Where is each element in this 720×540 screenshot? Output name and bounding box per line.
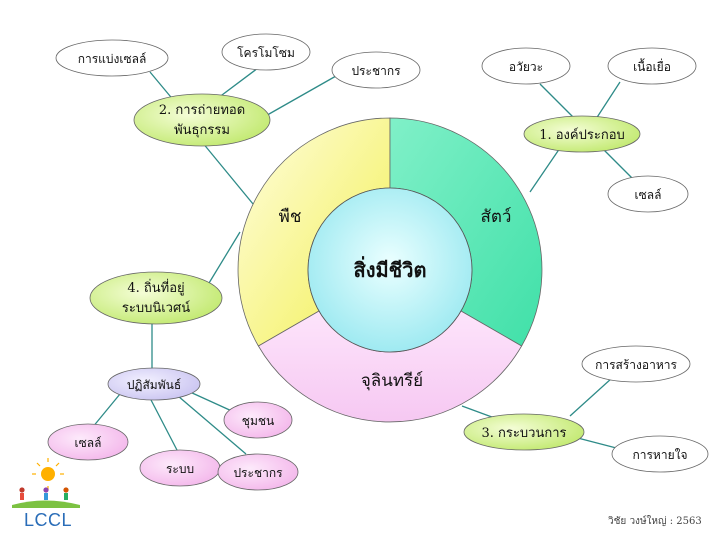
node-heredity-line2: พันธุกรรม [174, 123, 230, 138]
node-interaction-label: ปฏิสัมพันธ์ [127, 378, 181, 392]
link-heredity-ring [201, 141, 259, 211]
ring-label-plants: พืช [279, 207, 302, 227]
author-credit: วิชัย วงษ์ใหญ่ : 2563 [608, 516, 702, 527]
node-interaction-population: ประชากร [217, 453, 299, 491]
ring-label-animals: สัตว์ [481, 207, 512, 227]
link-interaction-cell [91, 393, 121, 429]
node-chromosome: โครโมโซม [221, 33, 311, 71]
node-respiration: การหายใจ [611, 435, 709, 473]
node-cell-division-label: การแบ่งเซลล์ [78, 52, 147, 66]
link-heredity-population [261, 75, 337, 119]
node-chromosome-label: โครโมโซม [237, 46, 295, 60]
sun-icon [41, 467, 55, 481]
link-interaction-population [177, 395, 247, 455]
node-components-label: 1. องค์ประกอบ [539, 127, 625, 143]
center-label: สิ่งมีชีวิต [354, 255, 427, 282]
node-components: 1. องค์ประกอบ [523, 115, 641, 153]
connectors [91, 67, 633, 455]
logo-lccl: LCCL [24, 510, 73, 530]
link-components-tissue [593, 81, 621, 123]
node-food-production: การสร้างอาหาร [581, 345, 691, 383]
link-interaction-community [189, 391, 235, 413]
node-heredity: 2. การถ่ายทอด พันธุกรรม [133, 93, 271, 147]
node-community-label: ชุมชน [242, 414, 274, 429]
node-system: ระบบ [139, 449, 221, 487]
link-processes-food [569, 377, 613, 417]
node-processes-label: 3. กระบวนการ [482, 426, 567, 441]
center-circle [307, 187, 473, 353]
node-heredity-population-label: ประชากร [351, 64, 401, 78]
node-organ: อวัยวะ [481, 47, 571, 85]
node-heredity-line1: 2. การถ่ายทอด [159, 103, 245, 118]
node-interaction-population-label: ประชากร [233, 466, 283, 480]
life-ring [237, 117, 543, 423]
node-interaction: ปฏิสัมพันธ์ [107, 367, 201, 401]
node-system-label: ระบบ [166, 462, 194, 476]
node-organ-label: อวัยวะ [509, 60, 543, 74]
link-habitat-ring [205, 231, 241, 289]
node-community: ชุมชน [223, 401, 293, 439]
link-components-ring [529, 147, 561, 193]
node-cell-division: การแบ่งเซลล์ [55, 39, 169, 77]
node-food-production-label: การสร้างอาหาร [595, 358, 677, 372]
node-interaction-cell: เซลล์ [47, 423, 129, 461]
node-components-cell: เซลล์ [607, 175, 689, 213]
node-processes: 3. กระบวนการ [463, 413, 585, 451]
node-habitat: 4. ถิ่นที่อยู่ ระบบนิเวศน์ [89, 271, 223, 325]
link-components-cell [599, 145, 633, 179]
ring-label-microbes: จุลินทรีย์ [361, 371, 423, 391]
node-tissue: เนื้อเยื่อ [607, 47, 697, 85]
node-respiration-label: การหายใจ [632, 448, 687, 462]
children-figures-icon [19, 487, 69, 500]
logo-illustration [12, 458, 80, 508]
node-habitat-line2: ระบบนิเวศน์ [122, 300, 190, 316]
node-habitat-line1: 4. ถิ่นที่อยู่ [127, 279, 184, 296]
node-interaction-cell-label: เซลล์ [75, 436, 102, 450]
node-tissue-label: เนื้อเยื่อ [633, 58, 671, 74]
link-interaction-system [149, 397, 179, 453]
node-components-cell-label: เซลล์ [635, 188, 662, 202]
node-heredity-population: ประชากร [331, 51, 421, 89]
